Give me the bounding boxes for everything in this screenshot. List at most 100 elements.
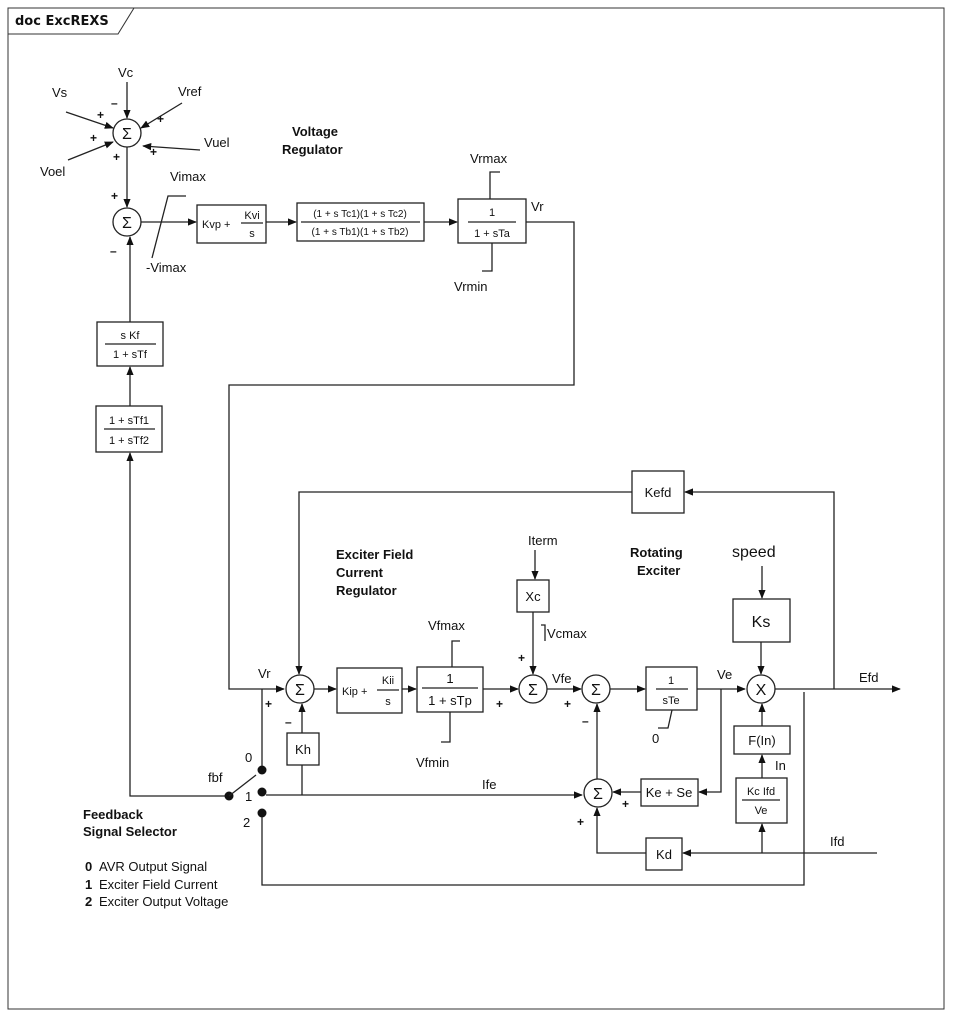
sum-symbol: Σ	[591, 682, 601, 699]
vrmax-limit	[489, 171, 500, 199]
legend-text-0: AVR Output Signal	[99, 859, 207, 874]
sign-vuel: +	[150, 145, 157, 159]
ve-to-kese	[698, 689, 722, 796]
vfmax-limit	[451, 640, 460, 667]
kvp-num: Kvi	[244, 210, 259, 222]
kcifd-num: Kc Ifd	[747, 786, 775, 798]
kf-den: 1 + sTf	[113, 349, 148, 361]
te-zero-label: 0	[652, 731, 659, 746]
sign-sum2-top: +	[111, 189, 118, 203]
legend-text-2: Exciter Output Voltage	[99, 894, 228, 909]
terminal-1-label: 1	[245, 789, 252, 804]
ife-summing-junction	[583, 778, 613, 808]
efcr-label-3: Regulator	[336, 583, 397, 598]
sign-ife-sum: –	[582, 714, 589, 728]
vfmin-label: Vfmin	[416, 755, 449, 770]
vr-route	[228, 221, 575, 693]
sum-symbol: Σ	[528, 682, 538, 699]
vr-out-label: Vr	[531, 199, 544, 214]
ta-den: 1 + sTa	[474, 228, 511, 240]
selector-title-2: Signal Selector	[83, 824, 177, 839]
kvp-den: s	[249, 228, 255, 240]
vcmax-limit	[541, 624, 546, 641]
voltage-regulator-label-1: Voltage	[292, 124, 338, 139]
fin-block	[733, 725, 791, 755]
speed-label: speed	[732, 544, 776, 561]
leadlag-den: (1 + s Tb1)(1 + s Tb2)	[312, 227, 409, 238]
frame-tag: doc ExcREXS	[15, 14, 109, 29]
ks-text: Ks	[752, 614, 771, 631]
kh-text: Kh	[295, 742, 311, 757]
efcr-label-2: Current	[336, 565, 384, 580]
kefd-to-sum	[295, 491, 632, 675]
rotating-exciter-label-1: Rotating	[630, 545, 683, 560]
fbf-label: fbf	[208, 770, 223, 785]
legend-num-2: 2	[85, 894, 92, 909]
tf-num: 1 + sTf1	[109, 415, 149, 427]
frame-tag-outline	[8, 7, 135, 35]
legend-num-1: 1	[85, 877, 92, 892]
sign-xc: +	[518, 651, 525, 665]
sign-kese: +	[622, 797, 629, 811]
kd-to-sum	[593, 807, 646, 854]
sign-vr: +	[265, 697, 272, 711]
ifd-label: Ifd	[830, 834, 844, 849]
kefd-block	[631, 470, 685, 514]
sum-symbol: Σ	[593, 786, 603, 803]
terminal-2-label: 2	[243, 815, 250, 830]
xc-block	[516, 579, 550, 613]
kvp-left: Kvp +	[202, 219, 230, 231]
vimax-limiter	[151, 195, 186, 259]
sign-vref: +	[157, 112, 164, 126]
vc-label: Vc	[118, 65, 134, 80]
rotating-exciter-label-2: Exciter	[637, 563, 680, 578]
te-num: 1	[668, 675, 674, 687]
fbf-feedback-line	[126, 452, 229, 797]
efcr-label-1: Exciter Field	[336, 547, 413, 562]
kefd-text: Kefd	[645, 485, 672, 500]
vrmax-label: Vrmax	[470, 151, 508, 166]
tp-num: 1	[446, 671, 453, 686]
iterm-label: Iterm	[528, 533, 558, 548]
kip-den: s	[385, 696, 391, 708]
ife-label: Ife	[482, 777, 496, 792]
vref-label: Vref	[178, 84, 202, 99]
kvp-kvi-block	[196, 204, 267, 244]
kh-block	[286, 732, 320, 766]
kip-left: Kip +	[342, 686, 367, 698]
ks-block	[732, 598, 791, 643]
selector-terminal-1	[257, 787, 267, 797]
kd-text: Kd	[656, 847, 672, 862]
legend-num-0: 0	[85, 859, 92, 874]
vfe-label: Vfe	[552, 671, 572, 686]
kd-block	[645, 837, 683, 871]
vimin-label: -Vimax	[146, 260, 187, 275]
efd-label: Efd	[859, 670, 879, 685]
te-den: sTe	[662, 695, 679, 707]
mult-symbol: X	[756, 682, 767, 699]
sum-symbol: Σ	[122, 215, 132, 232]
sign-kd: +	[577, 815, 584, 829]
sign-voel-b: +	[113, 150, 120, 164]
sign-vs: +	[97, 108, 104, 122]
kese-block	[640, 778, 699, 807]
ta-num: 1	[489, 207, 495, 219]
vs-arrow	[65, 111, 114, 129]
kcifd-den: Ve	[755, 805, 768, 817]
tp-block	[416, 666, 484, 713]
kf-num: s Kf	[121, 330, 141, 342]
selector-title-1: Feedback	[83, 807, 144, 822]
vfmax-label: Vfmax	[428, 618, 465, 633]
voel-arrow	[67, 141, 114, 161]
vr-in-label: Vr	[258, 666, 271, 681]
legend-text-1: Exciter Field Current	[99, 877, 218, 892]
sum-symbol: Σ	[122, 126, 132, 143]
kese-text: Ke + Se	[646, 785, 693, 800]
voltage-regulator-label-2: Regulator	[282, 142, 343, 157]
ta-block	[457, 198, 527, 244]
sign-vc: –	[111, 96, 118, 110]
te-block	[645, 666, 698, 711]
efd-return-line	[261, 692, 805, 886]
ve-label: Ve	[717, 667, 732, 682]
